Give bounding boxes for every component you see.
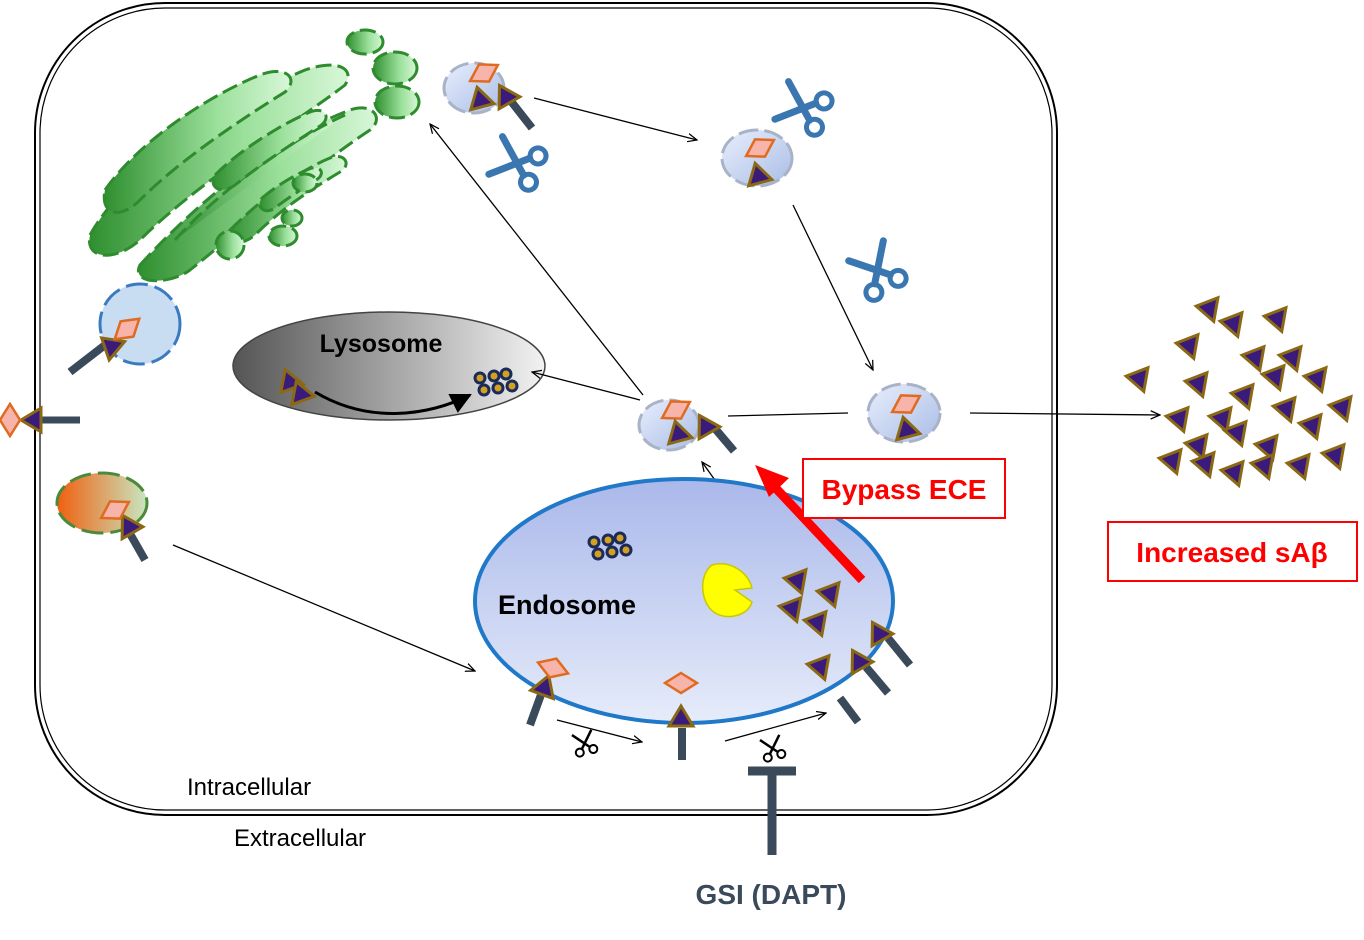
vesicle-middle <box>637 392 738 454</box>
scissors-icon <box>757 733 788 764</box>
vesicle-upper-right <box>720 128 794 188</box>
scissors-icon <box>569 728 600 759</box>
pathway-arrows <box>172 97 1160 742</box>
scissors-icon <box>774 80 834 138</box>
vesicle-top <box>442 55 536 131</box>
gsi-label: GSI (DAPT) <box>696 879 847 910</box>
vesicle-left <box>67 282 182 376</box>
scissors-icon <box>847 240 909 304</box>
endosome-aggregate-icon <box>587 531 633 561</box>
app-full-length <box>526 651 573 727</box>
extracellular-label: Extracellular <box>234 825 366 852</box>
vesicle-right <box>866 382 942 444</box>
bypass-arrowhead <box>755 465 789 497</box>
gsi-inhibitor-symbol <box>748 766 796 855</box>
app-cleaved-fragments <box>803 614 914 725</box>
cell-membrane-outer <box>34 2 1058 816</box>
bypass-arrow <box>766 478 866 584</box>
surface-app <box>0 402 80 438</box>
lysosome <box>232 311 546 421</box>
vesicle-orange <box>55 471 149 562</box>
enzyme-icon <box>701 563 753 618</box>
endosome-label: Endosome <box>498 590 636 620</box>
scissors-icon <box>488 135 548 193</box>
lysosome-aggregate-icon <box>473 367 519 397</box>
bypass-ece-label: Bypass ECE <box>822 474 987 505</box>
secreted-abeta-cloud <box>1122 292 1353 487</box>
golgi-apparatus <box>88 28 421 283</box>
lysosome-degradation-arrow <box>314 390 472 415</box>
bypass-ece-box <box>802 458 1006 519</box>
app-c-terminal-fragment <box>663 671 699 760</box>
increased-sabeta-label: Increased sAβ <box>1136 537 1327 568</box>
intracellular-label: Intracellular <box>187 774 311 801</box>
lysosome-label: Lysosome <box>320 330 443 358</box>
increased-sabeta-box <box>1107 521 1358 582</box>
